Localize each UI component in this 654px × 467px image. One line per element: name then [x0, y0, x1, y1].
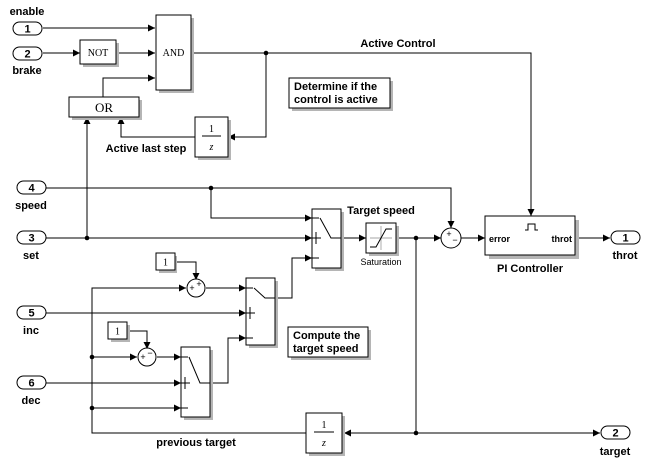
signal-label-active-last-step: Active last step [106, 143, 187, 155]
outport-number: 1 [622, 233, 628, 245]
arrowheads [73, 24, 610, 437]
inport-label: dec [22, 395, 41, 407]
delay-numerator: 1 [209, 124, 214, 135]
inport-number: 3 [28, 233, 34, 245]
inport-brake[interactable]: 2 brake [12, 46, 43, 77]
note-line: target speed [293, 343, 358, 355]
delay-denominator: z [321, 438, 326, 449]
note-line: Determine if the [294, 81, 377, 93]
sum-plus-sign: + [189, 283, 194, 293]
sum-inc[interactable]: + + [186, 278, 206, 298]
wire-speed [43, 187, 452, 228]
inport-label: inc [23, 325, 39, 337]
outport-target[interactable]: 2 target [600, 425, 631, 458]
inport-number: 5 [28, 308, 34, 320]
junctions [84, 50, 419, 436]
sum-plus-sign: + [140, 352, 145, 362]
outport-throt[interactable]: 1 throt [610, 230, 641, 262]
wire-const-sum2 [128, 330, 148, 349]
pi-controller-label: PI Controller [497, 263, 564, 275]
inport-label: enable [10, 6, 45, 18]
inport-inc[interactable]: 5 inc [16, 305, 47, 337]
inport-speed[interactable]: 4 speed [15, 180, 47, 212]
sum-dec[interactable]: + − [137, 347, 157, 367]
sum-error[interactable]: + − [440, 227, 462, 249]
unit-delay-active[interactable]: 1 z [194, 116, 231, 160]
wire-speed-switch [210, 188, 312, 219]
inport-label: speed [15, 200, 47, 212]
saturation-block[interactable]: Saturation [360, 222, 402, 267]
wire-sw2-sw1 [276, 257, 312, 299]
constant-dec[interactable]: 1 [107, 321, 130, 342]
inport-number: 6 [28, 378, 34, 390]
wire-const-sum1 [176, 261, 197, 280]
sum-minus-sign: − [147, 348, 152, 358]
outport-number: 2 [612, 428, 618, 440]
switch-dec[interactable] [180, 346, 213, 420]
and-block[interactable]: AND [155, 14, 194, 93]
not-block[interactable]: NOT [79, 39, 119, 67]
sum-minus-sign: − [452, 235, 457, 245]
delay-numerator: 1 [322, 420, 327, 431]
wire-active-control [191, 52, 532, 216]
switch-inc[interactable] [245, 277, 278, 348]
signal-label-active-control: Active Control [360, 38, 435, 50]
constant-value: 1 [163, 258, 168, 269]
note-line: Compute the [293, 330, 360, 342]
wire-prev-target [91, 287, 306, 434]
constant-value: 1 [115, 327, 120, 338]
wire-sw3-sw2 [211, 337, 246, 384]
signal-label-previous-target: previous target [156, 437, 236, 449]
inport-number: 2 [24, 49, 30, 61]
unit-delay-target[interactable]: 1 z [305, 412, 345, 456]
inport-number: 4 [28, 183, 35, 195]
sum-plus-sign: + [196, 279, 201, 289]
switch-target-speed[interactable] [311, 208, 344, 271]
inport-label: set [23, 250, 39, 262]
or-block-label: OR [95, 100, 113, 115]
sum-plus-sign: + [446, 229, 451, 239]
pi-controller-block[interactable]: error throt PI Controller [484, 215, 579, 275]
inport-enable[interactable]: 1 enable [10, 6, 45, 36]
or-block[interactable]: OR [68, 96, 142, 120]
note-compute-target: Compute the target speed [287, 326, 371, 360]
note-line: control is active [294, 94, 378, 106]
pi-error-port: error [489, 234, 511, 244]
wire-to-delay [228, 53, 267, 138]
pi-throt-port: throt [552, 234, 573, 244]
outport-label: throt [612, 250, 637, 262]
saturation-label: Saturation [360, 257, 401, 267]
wire-or-and [102, 77, 155, 97]
delay-denominator: z [209, 142, 214, 153]
inport-dec[interactable]: 6 dec [16, 375, 47, 407]
inport-number: 1 [24, 24, 30, 36]
inport-label: brake [12, 65, 41, 77]
note-determine-active: Determine if the control is active [288, 77, 393, 111]
inport-set[interactable]: 3 set [16, 230, 47, 262]
and-block-label: AND [163, 48, 185, 59]
not-block-label: NOT [88, 48, 109, 59]
outport-label: target [600, 446, 631, 458]
constant-inc[interactable]: 1 [155, 252, 177, 273]
signal-label-target-speed: Target speed [347, 205, 415, 217]
